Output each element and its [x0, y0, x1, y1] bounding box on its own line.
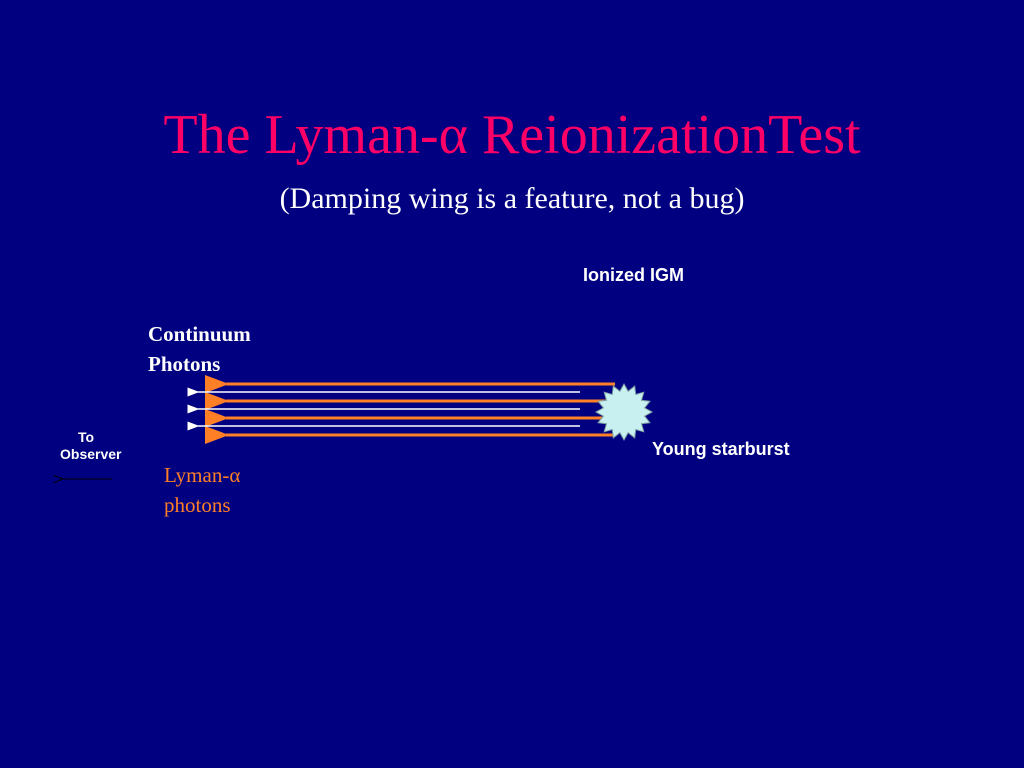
starburst-icon [594, 382, 654, 442]
continuum-label-line2: Photons [148, 352, 221, 376]
observer-label-line1: To [78, 429, 95, 445]
lyman-label-line2: photons [164, 493, 231, 517]
starburst-label: Young starburst [652, 439, 790, 459]
slide-subtitle: (Damping wing is a feature, not a bug) [279, 182, 745, 215]
observer-label-line2: Observer [60, 446, 122, 462]
continuum-label-line1: Continuum [148, 322, 251, 346]
lyman-label-line1: Lyman-α [164, 463, 241, 487]
slide-title: The Lyman-α ReionizationTest [163, 104, 861, 166]
ionized-igm-label: Ionized IGM [583, 265, 684, 285]
